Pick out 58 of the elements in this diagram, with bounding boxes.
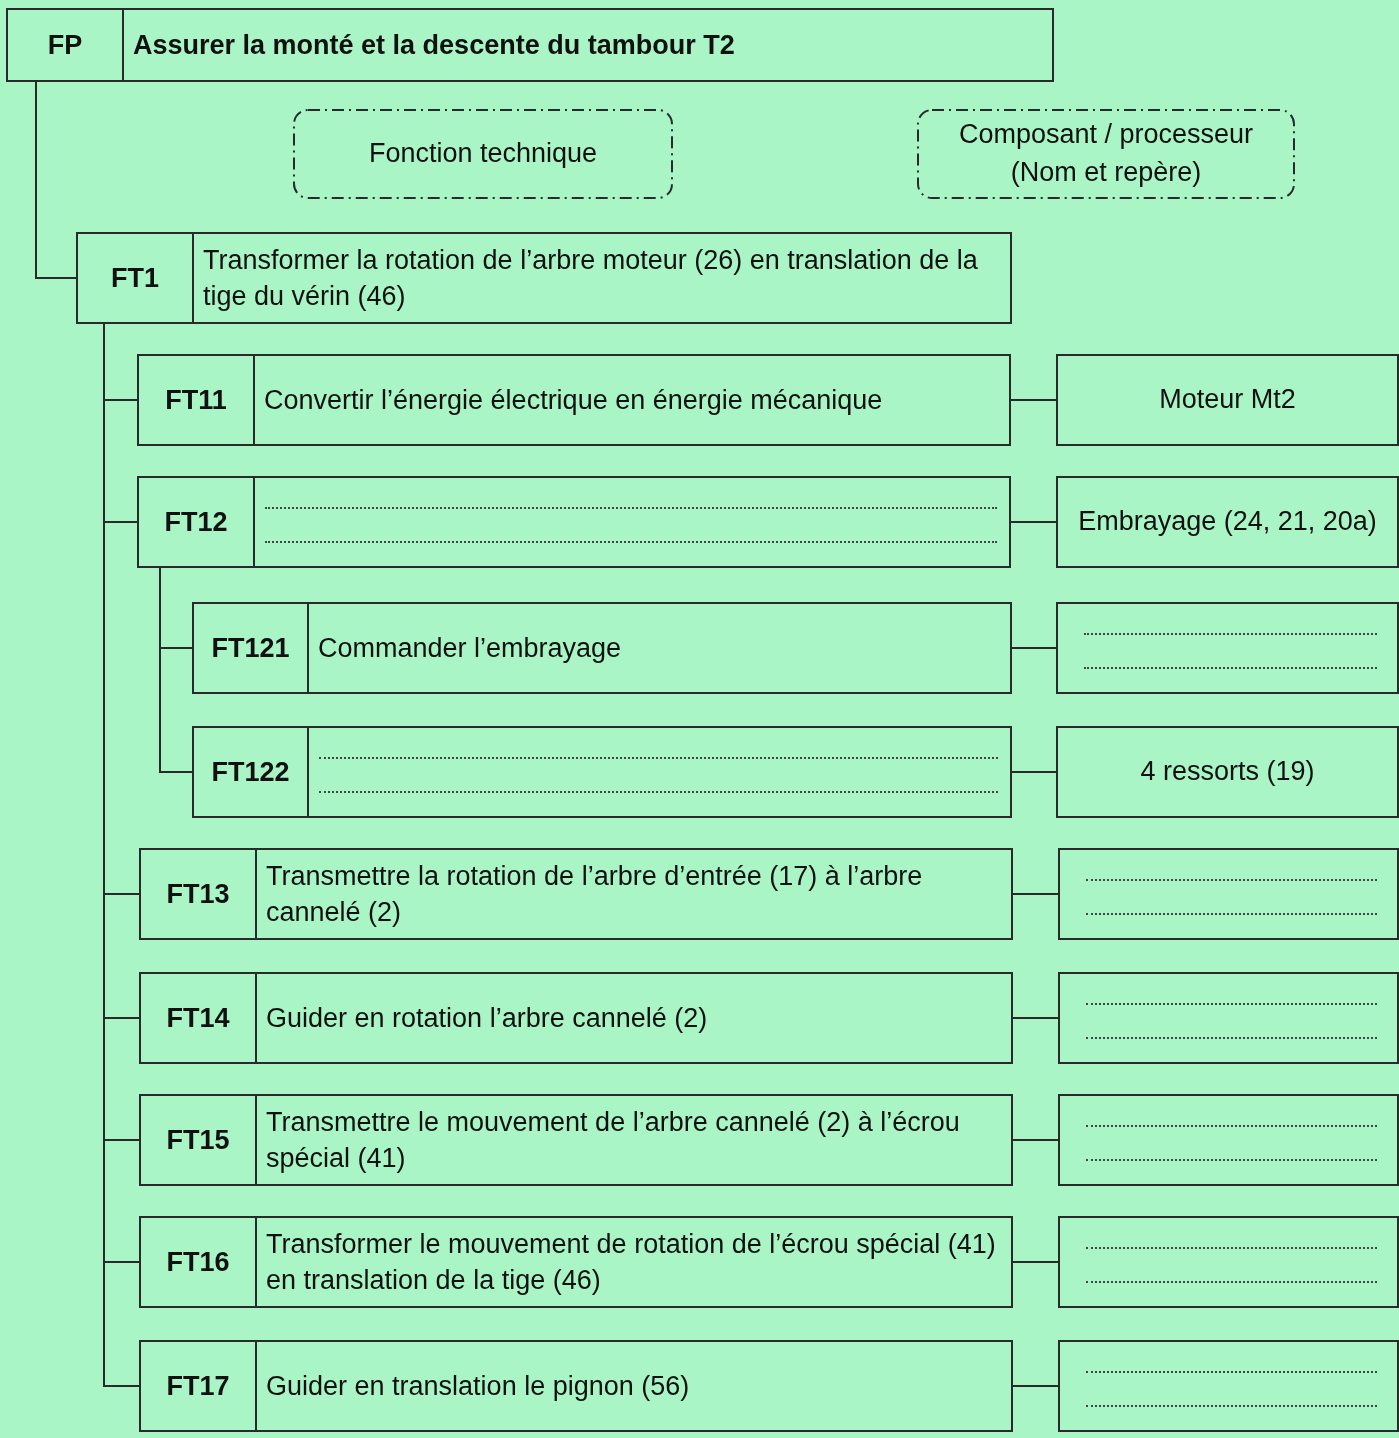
function-description: Transformer la rotation de l’arbre moteur (26) en translation de la tige du vérin (46)	[202, 243, 979, 313]
connector-line	[1010, 399, 1057, 401]
function-box	[76, 232, 1012, 324]
function-code: FT122	[211, 756, 290, 788]
key-box	[916, 108, 1296, 200]
connector-line	[159, 567, 193, 773]
component-box	[1056, 726, 1399, 818]
key-box	[292, 108, 674, 200]
function-code: FT12	[164, 506, 228, 538]
component-box	[1058, 848, 1399, 940]
component-box	[1056, 476, 1399, 568]
function-box	[139, 1340, 1013, 1432]
function-box	[6, 8, 1054, 82]
component-box	[1058, 1094, 1399, 1186]
connector-line	[1012, 1017, 1059, 1019]
function-description: Guider en rotation l’arbre cannelé (2)	[265, 1001, 709, 1035]
function-description: Guider en translation le pignon (56)	[265, 1369, 691, 1403]
function-description: Transmettre la rotation de l’arbre d’entrée (17) à l’arbre cannelé (2)	[265, 859, 924, 929]
function-description: Transmettre le mouvement de l’arbre cannelé (2) à l’écrou spécial (41)	[265, 1105, 961, 1175]
component-box	[1056, 602, 1399, 694]
function-code: FP	[47, 29, 83, 61]
component-name: 4 ressorts (19)	[1139, 755, 1316, 789]
connector-line	[1011, 771, 1057, 773]
component-box	[1058, 1216, 1399, 1308]
function-box	[139, 1216, 1013, 1308]
connector-line	[1012, 1385, 1059, 1387]
connector-line	[1012, 1261, 1059, 1263]
function-box	[139, 848, 1013, 940]
component-box	[1056, 354, 1399, 446]
key-label: Composant / processeur (Nom et repère)	[957, 118, 1255, 189]
function-description: Assurer la monté et la descente du tambour T2	[132, 28, 736, 62]
connector-line	[1012, 893, 1059, 895]
component-box	[1058, 1340, 1399, 1432]
function-description: Commander l’embrayage	[317, 631, 623, 665]
function-code: FT121	[211, 632, 290, 664]
connector-line	[1012, 1139, 1059, 1141]
function-code: FT14	[166, 1002, 230, 1034]
function-box	[137, 354, 1011, 446]
component-name: Moteur Mt2	[1158, 383, 1297, 417]
component-box	[1058, 972, 1399, 1064]
function-description: Transformer le mouvement de rotation de l’écrou spécial (41) en translation de la tige (46)	[265, 1227, 997, 1297]
function-box	[192, 726, 1012, 818]
function-box	[139, 972, 1013, 1064]
connector-line	[1010, 521, 1057, 523]
function-code: FT13	[166, 878, 230, 910]
connector-line	[1011, 647, 1057, 649]
function-code: FT16	[166, 1246, 230, 1278]
function-box	[192, 602, 1012, 694]
key-label: Fonction technique	[367, 137, 599, 171]
function-code: FT1	[111, 262, 159, 294]
connector-line	[35, 81, 77, 279]
function-box	[137, 476, 1011, 568]
function-description: Convertir l’énergie électrique en énergie mécanique	[263, 383, 884, 417]
function-code: FT15	[166, 1124, 230, 1156]
component-name: Embrayage (24, 21, 20a)	[1077, 505, 1378, 539]
function-box	[139, 1094, 1013, 1186]
function-code: FT17	[166, 1370, 230, 1402]
function-code: FT11	[165, 384, 227, 416]
